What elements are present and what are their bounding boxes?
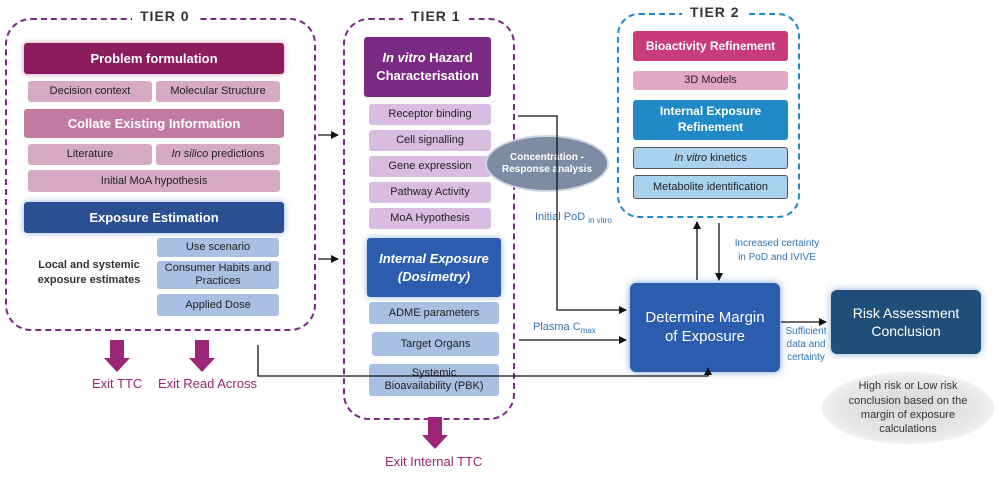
in-silico-rest: predictions: [208, 148, 265, 161]
initial-pod-label: Initial PoD in vitro: [535, 211, 612, 225]
concentration-response-text: Concentration -Response analysis: [501, 151, 593, 175]
metabolite-id-box: Metabolite identification: [633, 175, 788, 199]
exit-ttc-label: Exit TTC: [92, 376, 143, 391]
kinetics-rest: kinetics: [707, 151, 747, 164]
tier0-title: TIER 0: [132, 8, 198, 24]
hazard-line2: Characterisation: [376, 68, 479, 83]
target-organs-box: Target Organs: [372, 332, 499, 356]
exit-internal-ttc-arrow: [422, 417, 448, 449]
hazard-rest: Hazard: [425, 50, 473, 66]
decision-context-box: Decision context: [28, 81, 152, 102]
systemic-bio-box: Systemic Bioavailability (PBK): [369, 364, 499, 396]
hazard-italic: In vitro: [382, 50, 426, 66]
risk-conclusion-box: Risk Assessment Conclusion: [831, 290, 981, 354]
pathway-activity-box: Pathway Activity: [369, 182, 491, 203]
applied-dose-box: Applied Dose: [157, 294, 279, 316]
increased-certainty-label: Increased certainty in PoD and IVIVE: [734, 238, 820, 263]
hazard-line1: In vitro Hazard: [382, 49, 472, 67]
collate-info-box: Collate Existing Information: [24, 109, 284, 138]
internal-exposure-box: Internal Exposure (Dosimetry): [367, 238, 501, 297]
gene-expression-box: Gene expression: [369, 156, 491, 177]
plasma-c-text: Plasma C: [533, 321, 581, 333]
plasma-cmax-label: Plasma Cmax: [533, 321, 596, 335]
internal-exposure-refinement-box: Internal Exposure Refinement: [633, 100, 788, 140]
moa-hypothesis-box: Initial MoA hypothesis: [28, 170, 280, 192]
receptor-binding-box: Receptor binding: [369, 104, 491, 125]
line-pod-to-moe: [518, 115, 627, 314]
exposure-estimation-box: Exposure Estimation: [24, 202, 284, 233]
exit-internal-ttc-label: Exit Internal TTC: [385, 454, 483, 469]
tier1-title: TIER 1: [403, 8, 469, 24]
in-vitro-kinetics-box: In vitro kinetics: [633, 147, 788, 169]
exit-read-across-label: Exit Read Across: [158, 376, 257, 391]
problem-formulation-box: Problem formulation: [24, 43, 284, 74]
in-silico-box: In silico predictions: [156, 144, 280, 165]
consumer-habits-box: Consumer Habits and Practices: [157, 261, 279, 289]
high-low-risk-cloud: High risk or Low risk conclusion based o…: [822, 372, 994, 444]
molecular-structure-box: Molecular Structure: [156, 81, 280, 102]
internal-exposure-line1: Internal Exposure: [379, 250, 489, 266]
sufficient-data-label: Sufficient data and certainty: [785, 326, 827, 363]
in-silico-italic: In silico: [171, 148, 209, 161]
adme-box: ADME parameters: [369, 302, 499, 324]
local-systemic-text: Local and systemic exposure estimates: [37, 259, 141, 286]
exit-read-across-arrow: [189, 340, 215, 372]
determine-moe-box: Determine Margin of Exposure: [630, 283, 780, 372]
cell-signalling-box: Cell signalling: [369, 130, 491, 151]
3d-models-box: 3D Models: [633, 71, 788, 90]
use-scenario-box: Use scenario: [157, 238, 279, 257]
internal-exposure-line2: (Dosimetry): [397, 268, 471, 284]
plasma-c-sub: max: [580, 326, 596, 336]
bioactivity-refinement-box: Bioactivity Refinement: [633, 31, 788, 61]
exit-ttc-arrow: [104, 340, 130, 372]
literature-box: Literature: [28, 144, 152, 165]
concentration-response-ellipse: Concentration -Response analysis: [485, 135, 609, 192]
initial-pod-text: Initial PoD: [535, 211, 586, 223]
high-low-risk-text: High risk or Low risk conclusion based o…: [848, 380, 968, 436]
tier2-title: TIER 2: [682, 4, 748, 20]
moa-hypothesis-t1-box: MoA Hypothesis: [369, 208, 491, 229]
in-vitro-italic: In vitro: [674, 151, 708, 164]
line-tier0-to-moe: [257, 345, 712, 377]
in-vitro-hazard-box: In vitro Hazard Characterisation: [364, 37, 491, 97]
initial-pod-sub: in vitro: [588, 216, 612, 226]
